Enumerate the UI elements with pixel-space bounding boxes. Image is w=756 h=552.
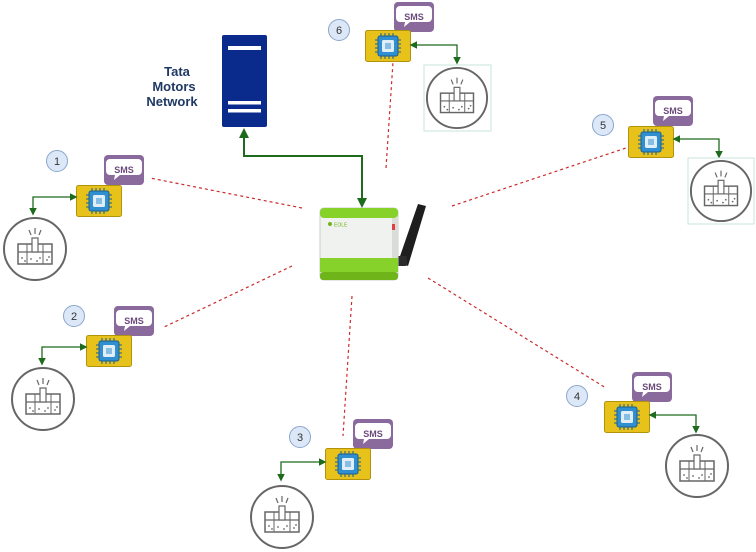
sms-speech-bubble-icon: SMS [632, 372, 672, 402]
svg-text:1: 1 [54, 156, 60, 168]
node-6: 6 SMS [328, 2, 492, 132]
water-tank-icon [11, 367, 75, 431]
svg-text:6: 6 [336, 25, 342, 37]
number-badge: 4 [566, 385, 588, 407]
chip-module-icon [604, 401, 650, 433]
svg-text:SMS: SMS [663, 106, 683, 116]
svg-text:SMS: SMS [642, 382, 662, 392]
number-badge: 1 [46, 150, 68, 172]
server-gateway-link [239, 128, 367, 208]
water-tank-icon [425, 66, 489, 130]
sensor-link [672, 135, 723, 159]
number-badge: 6 [328, 19, 350, 41]
sensor-link [648, 411, 700, 434]
sms-speech-bubble-icon: SMS [394, 2, 434, 32]
number-badge: 2 [63, 305, 85, 327]
wireless-gateway-router-icon: EOLE [319, 204, 426, 281]
sms-speech-bubble-icon: SMS [114, 306, 154, 336]
link-node-1 [149, 177, 303, 209]
sms-speech-bubble-icon: SMS [653, 96, 693, 126]
link-node-5 [451, 147, 627, 207]
sensor-link [29, 193, 78, 216]
svg-text:5: 5 [600, 120, 606, 132]
server-tower-icon [222, 35, 267, 127]
title-lines: Tata Motors Network [146, 64, 198, 109]
sensor-link [277, 458, 327, 482]
chip-module-icon [76, 185, 122, 217]
link-node-3 [342, 295, 353, 437]
svg-text:2: 2 [71, 311, 77, 323]
water-tank-icon [665, 434, 729, 498]
svg-text:4: 4 [574, 391, 580, 403]
water-tank-icon [250, 485, 314, 549]
number-badge: 5 [592, 114, 614, 136]
sensor-link [38, 343, 88, 366]
gateway-brand: EOLE [334, 223, 348, 229]
svg-text:SMS: SMS [124, 316, 144, 326]
node-1: 1 SMS [3, 150, 144, 281]
tank-frame [423, 64, 492, 132]
sensor-link [409, 41, 461, 65]
chip-module-icon [86, 335, 132, 367]
svg-text:SMS: SMS [404, 12, 424, 22]
chip-module-icon [365, 30, 411, 62]
sms-speech-bubble-icon: SMS [353, 419, 393, 449]
node-4: 4 SMS [566, 372, 729, 498]
svg-text:SMS: SMS [363, 429, 383, 439]
svg-text:SMS: SMS [114, 165, 134, 175]
link-node-2 [161, 265, 293, 329]
node-3: 3 SMS [250, 419, 393, 549]
water-tank-icon [689, 159, 753, 223]
chip-module-icon [628, 126, 674, 158]
link-node-6 [385, 61, 394, 169]
node-5: 5 SMS [592, 96, 755, 225]
node-2: 2 SMS [11, 305, 154, 431]
network-title-line-2: Motors [152, 79, 195, 94]
network-title-line-1: Tata [164, 64, 191, 79]
svg-text:3: 3 [297, 432, 303, 444]
tank-frame [687, 157, 755, 225]
server-group: Tata Motors Network [146, 35, 267, 127]
sms-speech-bubble-icon: SMS [104, 155, 144, 185]
link-node-4 [427, 277, 607, 389]
antenna-icon [395, 204, 426, 266]
water-tank-icon [3, 217, 67, 281]
chip-module-icon [325, 448, 371, 480]
number-badge: 3 [289, 426, 311, 448]
network-title-line-3: Network [146, 94, 198, 109]
